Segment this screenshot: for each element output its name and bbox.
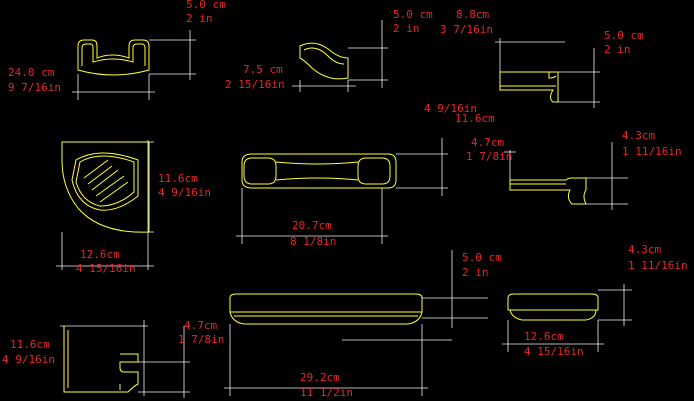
shelf-side-view (504, 142, 628, 210)
soap-dish-front-view (56, 140, 154, 270)
long-holder-top-view (236, 138, 448, 244)
dim-depth-in: 1 7/8in (178, 333, 224, 346)
dim-height-in: 4 9/16in (158, 186, 211, 199)
dim-width-cm: 20.7cm (292, 219, 332, 232)
dim-width-cm: 24.0 cm (8, 66, 55, 79)
dim-width-in: 4 15/16in (76, 262, 136, 275)
dim-width-in: 11 1/2in (300, 386, 353, 399)
dim-height-in: 2 in (604, 43, 631, 56)
long-tray-front-view (224, 250, 488, 396)
dim-width-in: 8 1/8in (290, 235, 336, 248)
dim-height-in: 4 9/16in (424, 102, 477, 115)
dim-depth-cm: 4.3cm (622, 129, 655, 142)
dim-height-cm: 11.6cm (10, 338, 50, 351)
dim-depth-in: 1 11/16in (628, 259, 688, 272)
soap-dish-side-view (60, 320, 190, 398)
dim-height-cm: 11.6cm (158, 172, 198, 185)
small-tray-front-view (502, 284, 632, 352)
dim-height-cm: 5.0 cm (604, 29, 644, 42)
dim-depth-in: 1 11/16in (622, 145, 682, 158)
dim-height-cm: 4.7cm (471, 136, 504, 149)
dim-depth-cm: 4.7cm (184, 319, 217, 332)
dim-height-in: 2 in (393, 22, 420, 35)
dim-height-in: 2 in (186, 12, 213, 25)
dim-height-cm: 5.0 cm (462, 251, 502, 264)
dim-width-cm: 12.6cm (80, 248, 120, 261)
dim-width-in: 3 7/16in (440, 23, 493, 36)
holder-front-view (72, 30, 196, 100)
dim-height-cm: 5.0 cm (186, 0, 226, 11)
dim-width-cm: 8.8cm (456, 8, 489, 21)
hook-side-view (292, 20, 388, 92)
dim-width-in: 9 7/16in (8, 81, 61, 94)
dim-height-cm: 5.0 cm (393, 8, 433, 21)
dim-depth-cm: 4.3cm (628, 243, 661, 256)
dim-depth-cm: 7.5 cm (243, 63, 283, 76)
dim-height-in: 1 7/8in (466, 150, 512, 163)
dim-width-cm: 29.2cm (300, 371, 340, 384)
dim-depth-in: 2 15/16in (225, 78, 285, 91)
dim-height-in: 2 in (462, 266, 489, 279)
dim-width-cm: 12.6cm (524, 330, 564, 343)
dim-height-in: 4 9/16in (2, 353, 55, 366)
dim-width-in: 4 15/16in (524, 345, 584, 358)
bracket-side-view (495, 38, 600, 108)
dim-height-cm: 11.6cm (455, 112, 495, 125)
